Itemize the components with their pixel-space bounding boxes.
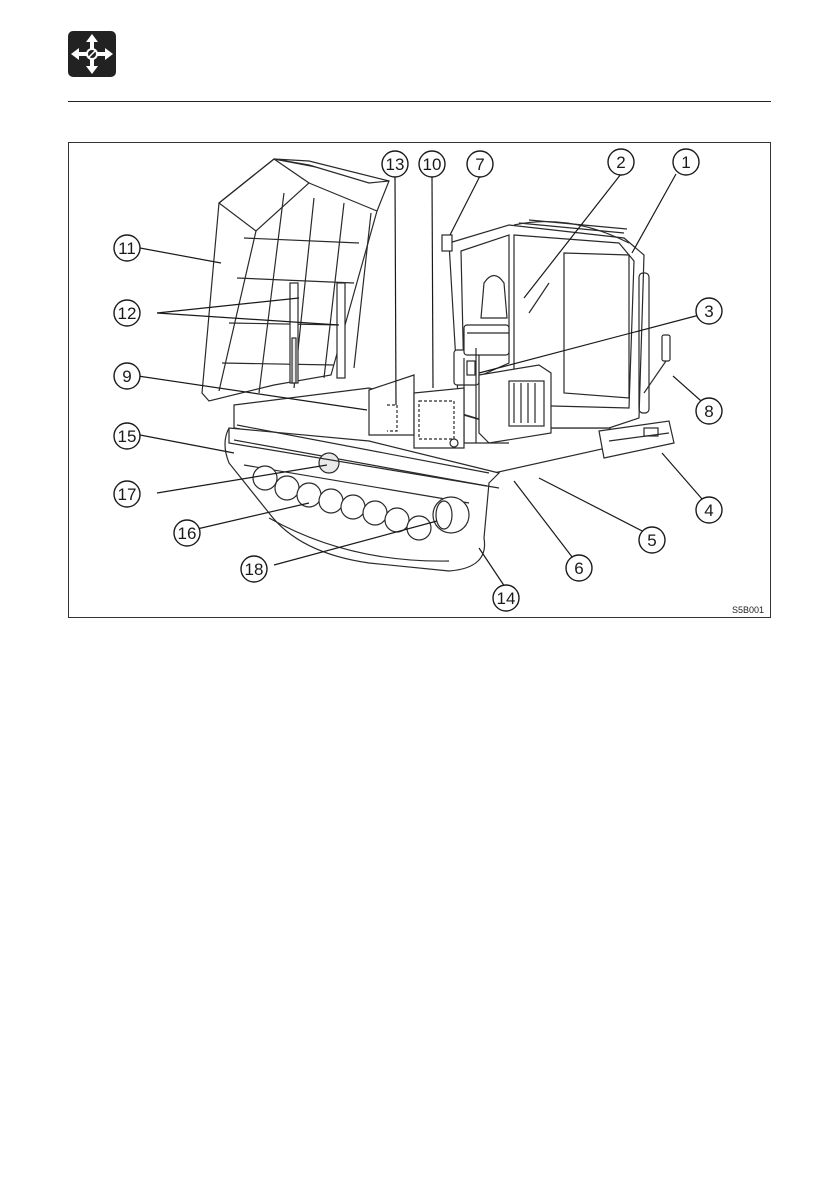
svg-text:5: 5 <box>647 531 656 550</box>
svg-text:15: 15 <box>118 427 137 446</box>
callout-13: 13 <box>382 151 408 177</box>
header-divider <box>68 101 771 102</box>
svg-text:9: 9 <box>122 367 131 386</box>
svg-text:11: 11 <box>118 239 136 258</box>
svg-text:8: 8 <box>704 402 713 421</box>
callout-15: 15 <box>114 423 140 449</box>
svg-text:16: 16 <box>178 524 197 543</box>
callout-17: 17 <box>114 481 140 507</box>
svg-text:17: 17 <box>118 485 137 504</box>
callout-14: 14 <box>493 585 519 611</box>
callout-5: 5 <box>639 527 665 553</box>
svg-text:3: 3 <box>704 302 713 321</box>
callout-12: 12 <box>114 300 140 326</box>
callout-3: 3 <box>696 298 722 324</box>
mirror <box>442 235 452 251</box>
callout-1: 1 <box>673 149 699 175</box>
svg-text:2: 2 <box>616 153 625 172</box>
callout-6: 6 <box>566 555 592 581</box>
crawler-carrier-illustration: 1 2 3 4 5 6 7 8 9 10 11 12 13 14 15 16 1… <box>69 143 771 618</box>
svg-text:7: 7 <box>475 155 484 174</box>
svg-text:14: 14 <box>497 589 516 608</box>
svg-text:12: 12 <box>118 304 137 323</box>
svg-text:4: 4 <box>704 501 713 520</box>
callout-8: 8 <box>696 398 722 424</box>
callout-4: 4 <box>696 497 722 523</box>
callout-18: 18 <box>241 556 267 582</box>
svg-text:1: 1 <box>681 153 690 172</box>
handrail <box>639 273 670 413</box>
svg-text:13: 13 <box>386 155 405 174</box>
callout-2: 2 <box>608 149 634 175</box>
callout-7: 7 <box>467 151 493 177</box>
callout-16: 16 <box>174 520 200 546</box>
svg-text:18: 18 <box>245 560 264 579</box>
figure-code: S5B001 <box>732 605 764 615</box>
svg-text:6: 6 <box>574 559 583 578</box>
callout-9: 9 <box>114 363 140 389</box>
machine-overview-figure: 1 2 3 4 5 6 7 8 9 10 11 12 13 14 15 16 1… <box>68 142 771 618</box>
svg-text:10: 10 <box>423 155 442 174</box>
callout-10: 10 <box>419 151 445 177</box>
move-arrows-icon <box>68 31 116 77</box>
callout-11: 11 <box>114 235 140 261</box>
